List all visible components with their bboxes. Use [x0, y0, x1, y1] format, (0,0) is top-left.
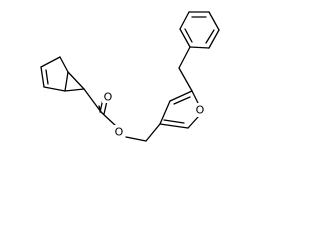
bond-c4-c6: [64, 88, 85, 92]
bond-furan-c5-o: [191, 90, 200, 106]
bond-carbonyl-o-double-b: [103, 100, 108, 115]
ester-group: [83, 88, 161, 142]
bond-c1-c2: [40, 56, 61, 68]
bicyclohexene-ring: [40, 56, 85, 92]
bond-furan-c3-c4: [159, 100, 171, 125]
furan-ring: [159, 90, 200, 129]
bond-ph-5-6: [179, 11, 190, 30]
bond-c5-c6: [67, 71, 85, 90]
molecule-structure-diagram: O O O: [40, 11, 220, 142]
carbonyl-oxygen-label: O: [104, 91, 113, 104]
atom-labels: O O O: [102, 91, 206, 139]
bond-ph-1-2: [189, 46, 210, 49]
bond-ch2-furan: [145, 123, 161, 142]
bond-carbonyl-o-ester: [100, 111, 118, 128]
bond-ph-2-3-inner: [205, 29, 215, 44]
bond-furan-c3-c2-double: [159, 123, 189, 129]
bond-c2-c3-double-inner: [45, 69, 49, 85]
bond-c6-carbonyl: [83, 88, 102, 113]
bond-ph-6-1-double: [179, 28, 191, 48]
bond-c4-c5: [64, 71, 69, 92]
bond-ph-2-3-double: [208, 29, 220, 49]
bond-ch2-phenyl: [178, 46, 191, 69]
ester-oxygen-label: O: [115, 126, 124, 139]
bond-ph-3-4: [208, 11, 220, 31]
benzyl-group: [178, 46, 193, 92]
bond-c2-c3-double: [40, 66, 45, 88]
bond-c5-c1: [59, 56, 69, 73]
furan-oxygen-label: O: [196, 104, 205, 117]
bond-furan-c4-c5-double: [169, 90, 193, 102]
bond-furan-c3-c2-double-inner: [163, 119, 185, 124]
bond-o-ch2: [125, 136, 147, 142]
bond-furan-ch2: [178, 67, 193, 92]
phenyl-ring: [179, 11, 220, 49]
bond-ph-6-1-inner: [184, 28, 193, 43]
bond-furan-o-c2: [187, 116, 199, 129]
bond-furan-c4-c5-double-inner: [173, 96, 191, 105]
bond-c3-c4: [43, 86, 66, 92]
